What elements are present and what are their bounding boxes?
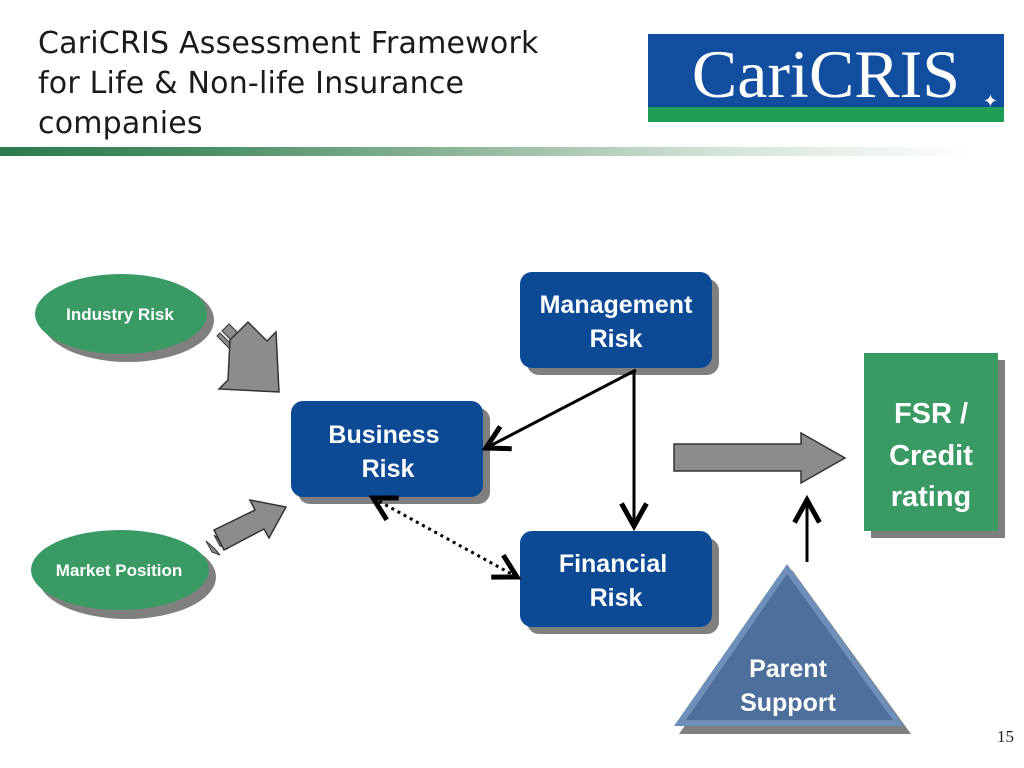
parent-support-node: Parent Support	[674, 564, 911, 734]
logo-green-band	[648, 107, 1004, 122]
title-line-1: CariCRIS Assessment Framework	[38, 26, 539, 61]
slide-title: CariCRIS Assessment Framework for Life &…	[38, 24, 618, 144]
business-financial-dotted-connector	[373, 498, 517, 577]
title-line-3: companies	[38, 106, 203, 141]
caricris-logo: CariCRIS ✦	[648, 34, 1004, 122]
logo-text: CariCRIS	[691, 36, 961, 112]
title-line-2: for Life & Non-life Insurance	[38, 66, 465, 101]
fsr-credit-rating-node: FSR / Credit rating	[864, 353, 1005, 538]
market-position-node: Market Position	[31, 530, 216, 619]
market-position-label: Market Position	[56, 561, 183, 580]
fsr-label-line-3: rating	[891, 481, 972, 513]
management-risk-label-line-1: Management	[540, 291, 693, 319]
market-to-business-arrow	[205, 498, 288, 556]
management-risk-label-line-2: Risk	[590, 325, 643, 353]
financial-risk-label-line-1: Financial	[559, 550, 667, 578]
business-risk-label-line-1: Business	[328, 421, 439, 449]
fsr-label-line-1: FSR /	[894, 398, 968, 430]
logo-star-icon: ✦	[982, 91, 998, 111]
parent-support-label-line-2: Support	[740, 689, 836, 717]
industry-risk-node: Industry Risk	[35, 274, 214, 362]
title-underline-rule	[0, 147, 1024, 156]
financial-risk-label-line-2: Risk	[590, 584, 643, 612]
to-fsr-arrow	[673, 431, 847, 485]
business-risk-label-line-2: Risk	[362, 455, 415, 483]
fsr-label-line-2: Credit	[889, 440, 973, 472]
business-risk-node: Business Risk	[291, 401, 490, 504]
management-risk-node: Management Risk	[520, 272, 719, 375]
page-number: 15	[997, 727, 1014, 746]
management-to-business-connector	[486, 368, 637, 448]
industry-to-business-arrow	[216, 320, 280, 393]
industry-risk-label: Industry Risk	[66, 305, 174, 324]
financial-risk-node: Financial Risk	[520, 531, 719, 634]
parent-support-label-line-1: Parent	[749, 655, 827, 683]
